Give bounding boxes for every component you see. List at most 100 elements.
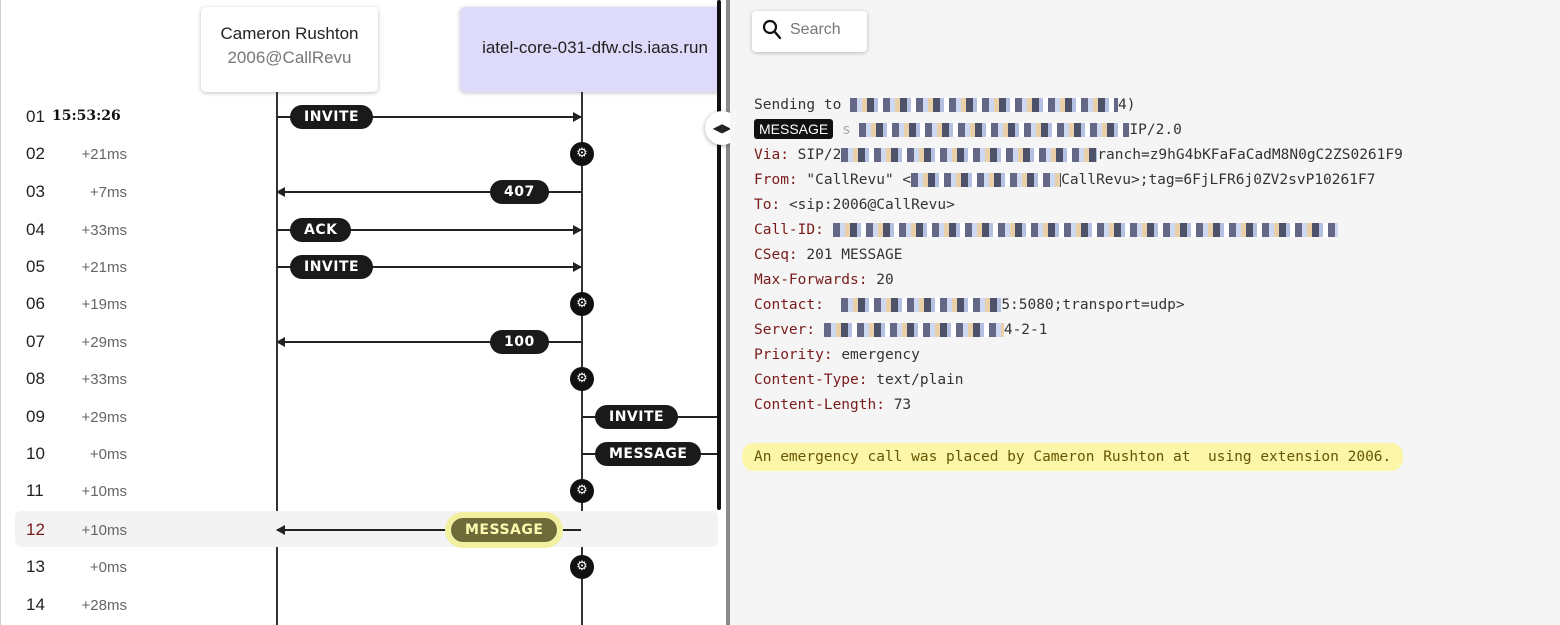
row-number: 14 (26, 595, 45, 614)
arrow-right (277, 113, 582, 121)
message-row-05[interactable]: 05 +21ms INVITE (1, 248, 720, 285)
participant-cameron-rushton[interactable]: Cameron Rushton 2006@CallRevu (201, 7, 378, 92)
row-delta: +0ms (89, 559, 127, 576)
search-icon (762, 19, 782, 40)
header-value: 201 MESSAGE (806, 247, 903, 263)
gear-icon[interactable]: ⚙ (570, 292, 594, 316)
message-body-highlighted: An emergency call was placed by Cameron … (742, 443, 1404, 471)
header-value: "CallRevu" < (806, 172, 912, 188)
vertical-scrollbar[interactable] (717, 0, 721, 510)
redacted-text (823, 323, 1004, 337)
header-value: SIP/2 (797, 147, 842, 163)
row-delta: +28ms (81, 597, 127, 614)
message-row-01[interactable]: 01 15:53:26 INVITE (1, 98, 720, 135)
header-key: Call-ID: (754, 222, 824, 238)
search-box[interactable] (752, 11, 867, 52)
message-label-ack[interactable]: ACK (290, 218, 352, 242)
message-row-13[interactable]: 13 +0ms ⚙ (1, 548, 720, 585)
header-value: 73 (893, 397, 912, 413)
redacted-text (911, 173, 1062, 187)
row-number: 05 (26, 257, 45, 276)
search-input[interactable] (790, 21, 860, 39)
message-row-07[interactable]: 07 +29ms 100 (1, 323, 720, 360)
header-value: ranch=z9hG4bKFaFaCadM8N0gC2ZS0261F9 (1097, 147, 1403, 163)
arrow-right (277, 226, 582, 234)
redacted-text (841, 148, 1098, 162)
message-label-invite[interactable]: INVITE (290, 255, 374, 279)
row-delta: +19ms (81, 296, 127, 313)
message-row-02[interactable]: 02 +21ms ⚙ (1, 135, 720, 172)
row-delta: +10ms (81, 483, 127, 500)
request-line: MESSAGE s IP/2.0 (754, 118, 1403, 143)
message-label-100[interactable]: 100 (490, 330, 549, 354)
header-key: CSeq: (754, 247, 798, 263)
header-key: From: (754, 172, 798, 188)
message-row-12-selected[interactable]: 12 +10ms MESSAGE (1, 511, 720, 548)
header-value: 4-2-1 (1003, 322, 1048, 338)
redacted-text (859, 123, 1130, 137)
request-prefix: s (841, 122, 851, 138)
participant-iatel-core[interactable]: iatel-core-031-dfw.cls.iaas.run (460, 7, 720, 92)
gear-icon[interactable]: ⚙ (570, 479, 594, 503)
row-delta: +29ms (81, 409, 127, 426)
row-number: 11 (26, 481, 44, 500)
row-number: 07 (26, 332, 45, 351)
message-label-message[interactable]: MESSAGE (595, 442, 702, 466)
message-label-message-highlighted[interactable]: MESSAGE (451, 518, 558, 542)
message-row-06[interactable]: 06 +19ms ⚙ (1, 285, 720, 322)
row-delta: +21ms (81, 259, 127, 276)
message-row-04[interactable]: 04 +33ms ACK (1, 211, 720, 248)
arrow-left (276, 188, 581, 196)
message-row-11[interactable]: 11 +10ms ⚙ (1, 472, 720, 509)
message-label-407[interactable]: 407 (490, 180, 549, 204)
to-line: To: <sip:2006@CallRevu> (754, 193, 1403, 218)
redacted-text (832, 223, 1338, 237)
gear-icon[interactable]: ⚙ (570, 142, 594, 166)
pane-divider[interactable] (726, 0, 730, 625)
lifeline-iatel-core (581, 92, 583, 625)
sending-prefix: Sending to (754, 97, 842, 113)
max-forwards-line: Max-Forwards: 20 (754, 268, 1403, 293)
header-key: Max-Forwards: (754, 272, 868, 288)
row-number: 12 (26, 520, 45, 539)
from-line: From: "CallRevu" < CallRevu>;tag=6FjLFR6j… (754, 168, 1403, 193)
row-timestamp: 15:53:26 (52, 108, 121, 124)
gear-icon[interactable]: ⚙ (570, 555, 594, 579)
header-value: 20 (876, 272, 894, 288)
row-delta: +0ms (89, 446, 127, 463)
row-delta: +33ms (81, 222, 127, 239)
row-number: 06 (26, 294, 45, 313)
content-type-line: Content-Type: text/plain (754, 368, 1403, 393)
message-detail-pane: Sending to 4) MESSAGE s IP/2.0 Via: SIP/… (730, 0, 1560, 625)
redacted-text (841, 298, 1002, 312)
priority-line: Priority: emergency (754, 343, 1403, 368)
row-delta: +21ms (81, 146, 127, 163)
header-value: text/plain (876, 372, 964, 388)
row-delta: +33ms (81, 371, 127, 388)
arrow-left (276, 338, 581, 346)
participant-name: Cameron Rushton (220, 24, 359, 43)
message-row-14[interactable]: 14 +28ms (1, 586, 720, 623)
participant-extension: 2006@CallRevu (227, 48, 352, 67)
row-number: 08 (26, 369, 45, 388)
header-value: CallRevu>;tag=6FjLFR6j0ZV2svP10261F7 (1061, 172, 1376, 188)
arrow-right (277, 263, 582, 271)
content-length-line: Content-Length: 73 (754, 393, 1403, 418)
header-key: Content-Length: (754, 397, 885, 413)
header-key: Via: (754, 147, 789, 163)
row-delta: +7ms (89, 184, 127, 201)
contact-line: Contact: 5:5080;transport=udp> (754, 293, 1403, 318)
gear-icon[interactable]: ⚙ (570, 367, 594, 391)
call-id-line: Call-ID: (754, 218, 1403, 243)
row-delta: +10ms (81, 522, 127, 539)
lifeline-cameron-rushton (276, 92, 278, 625)
message-row-03[interactable]: 03 +7ms 407 (1, 173, 720, 210)
message-row-10[interactable]: 10 +0ms MESSAGE (1, 435, 720, 472)
message-label-invite[interactable]: INVITE (595, 405, 679, 429)
row-number: 09 (26, 407, 45, 426)
message-row-09[interactable]: 09 +29ms INVITE (1, 398, 720, 435)
row-number: 13 (26, 557, 45, 576)
message-label-invite[interactable]: INVITE (290, 105, 374, 129)
message-row-08[interactable]: 08 +33ms ⚙ (1, 360, 720, 397)
header-key: Priority: (754, 347, 833, 363)
